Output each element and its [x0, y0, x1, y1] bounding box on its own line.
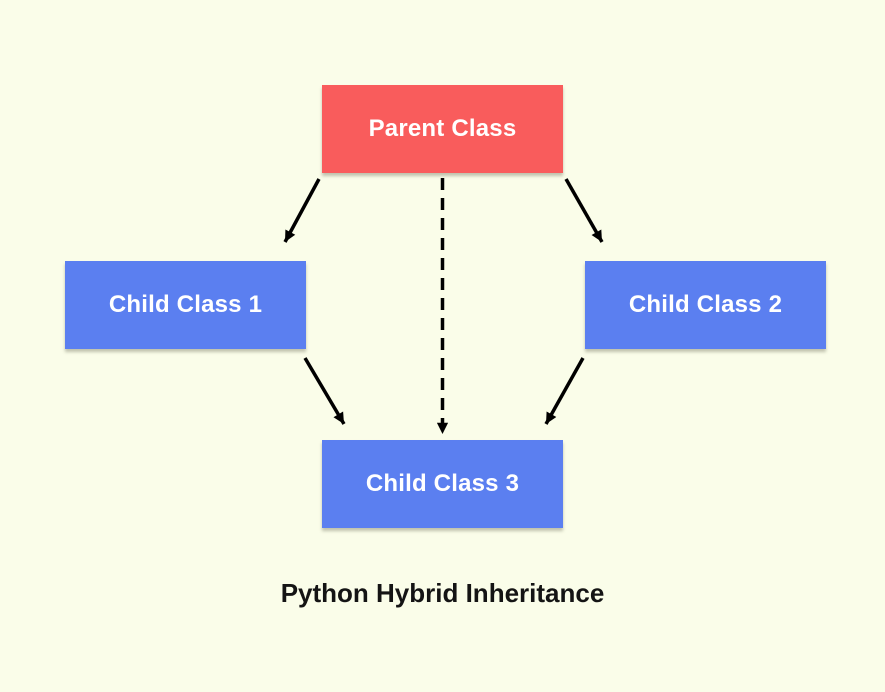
node-child-class-1-label: Child Class 1: [108, 291, 263, 318]
node-child-class-2: Child Class 2: [585, 261, 826, 349]
arrow-child2-to-child3: [544, 357, 585, 425]
node-child-class-1: Child Class 1: [65, 261, 306, 349]
arrow-child1-to-child3: [303, 357, 346, 425]
arrow-parent-to-child1: [283, 178, 321, 243]
node-child-class-2-label: Child Class 2: [628, 291, 783, 318]
arrow-parent-to-child2: [564, 178, 604, 243]
diagram-caption: Python Hybrid Inheritance: [280, 578, 605, 608]
node-parent-class-label: Parent Class: [368, 115, 517, 142]
node-parent-class: Parent Class: [322, 85, 563, 173]
node-child-class-3: Child Class 3: [322, 440, 563, 528]
node-child-class-3-label: Child Class 3: [365, 470, 520, 497]
